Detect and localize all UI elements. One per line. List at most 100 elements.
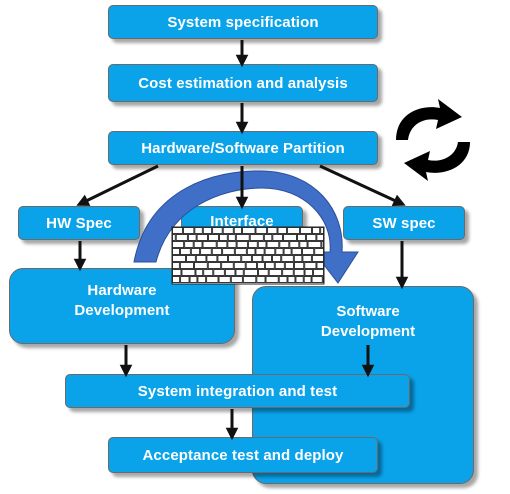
wall-brick bbox=[264, 262, 275, 269]
wall-brick bbox=[289, 241, 300, 248]
wall-brick bbox=[202, 227, 213, 234]
circular-arrows-icon bbox=[396, 99, 470, 181]
wall-brick bbox=[218, 276, 231, 283]
wall-brick bbox=[233, 227, 242, 234]
wall-brick bbox=[233, 262, 246, 269]
wall-brick bbox=[182, 227, 195, 234]
wall-brick bbox=[227, 234, 236, 241]
wall-brick bbox=[235, 234, 250, 241]
wall-brick bbox=[255, 227, 268, 234]
wall-brick bbox=[293, 269, 305, 276]
wall-brick bbox=[242, 227, 256, 234]
wall-brick bbox=[189, 276, 198, 283]
wall-brick bbox=[200, 248, 212, 255]
wall-brick bbox=[172, 262, 180, 269]
hardware-development-line2: Development bbox=[74, 302, 170, 319]
wall-brick bbox=[194, 227, 203, 234]
wall-brick bbox=[274, 262, 285, 269]
wall-brick bbox=[172, 269, 182, 276]
wall-brick bbox=[299, 241, 308, 248]
wall-brick bbox=[291, 248, 302, 255]
brick-wall-icon bbox=[171, 226, 325, 285]
wall-brick bbox=[236, 241, 248, 248]
curved-arrow-icon bbox=[133, 170, 359, 284]
wall-brick bbox=[196, 234, 208, 241]
wall-brick bbox=[222, 248, 235, 255]
wall-brick bbox=[279, 241, 290, 248]
wall-brick bbox=[172, 227, 183, 234]
wall-brick bbox=[172, 248, 180, 255]
wall-brick bbox=[249, 234, 264, 241]
wall-brick bbox=[320, 227, 324, 234]
wall-brick bbox=[304, 262, 317, 269]
arrow-partition-to-hw-spec bbox=[76, 164, 159, 206]
wall-brick bbox=[184, 241, 194, 248]
wall-brick bbox=[311, 255, 324, 262]
wall-brick bbox=[303, 276, 312, 283]
wall-brick bbox=[234, 248, 247, 255]
wall-brick bbox=[194, 262, 208, 269]
wall-brick bbox=[313, 269, 324, 276]
wall-brick bbox=[212, 227, 223, 234]
wall-brick bbox=[247, 241, 258, 248]
wall-brick bbox=[190, 248, 201, 255]
wall-brick bbox=[293, 255, 303, 262]
wall-brick bbox=[304, 269, 314, 276]
wall-brick bbox=[256, 276, 266, 283]
wall-brick bbox=[186, 255, 196, 262]
wall-brick bbox=[207, 262, 222, 269]
wall-brick bbox=[311, 276, 323, 283]
wall-brick bbox=[180, 276, 190, 283]
arrow-partition-to-sw-spec bbox=[319, 164, 406, 207]
wall-brick bbox=[222, 227, 234, 234]
wall-brick bbox=[267, 227, 278, 234]
wall-brick bbox=[195, 255, 207, 262]
system-integration-box: System integration and test bbox=[65, 374, 410, 408]
wall-brick bbox=[299, 227, 312, 234]
wall-brick bbox=[284, 262, 294, 269]
wall-brick bbox=[203, 269, 214, 276]
wall-brick bbox=[208, 234, 219, 241]
wall-brick bbox=[235, 269, 244, 276]
wall-brick bbox=[316, 262, 324, 269]
wall-brick bbox=[172, 276, 181, 283]
system-specification-box: System specification bbox=[108, 5, 378, 39]
wall-brick bbox=[228, 255, 242, 262]
wall-brick bbox=[251, 255, 263, 262]
wall-brick bbox=[316, 234, 324, 241]
wall-brick bbox=[287, 276, 296, 283]
wall-brick bbox=[221, 262, 234, 269]
wall-brick bbox=[230, 276, 243, 283]
wall-brick bbox=[255, 248, 265, 255]
wall-brick bbox=[314, 248, 324, 255]
wall-brick bbox=[262, 255, 272, 262]
wall-brick bbox=[268, 269, 283, 276]
wall-brick bbox=[257, 241, 267, 248]
wall-brick bbox=[224, 269, 236, 276]
wall-brick bbox=[216, 241, 228, 248]
wall-brick bbox=[217, 255, 228, 262]
software-development-label: Software Development bbox=[278, 302, 458, 342]
wall-brick bbox=[245, 262, 258, 269]
wall-brick bbox=[242, 276, 257, 283]
wall-brick bbox=[206, 255, 218, 262]
wall-brick bbox=[321, 241, 324, 248]
wall-brick bbox=[264, 248, 276, 255]
wall-brick bbox=[307, 241, 322, 248]
wall-brick bbox=[275, 248, 284, 255]
wall-brick bbox=[175, 234, 188, 241]
wall-brick bbox=[281, 255, 294, 262]
software-development-line1: Software bbox=[336, 303, 400, 320]
wall-brick bbox=[312, 227, 321, 234]
wall-brick bbox=[227, 241, 237, 248]
wall-brick bbox=[187, 234, 197, 241]
wall-brick bbox=[287, 227, 300, 234]
wall-brick bbox=[302, 248, 315, 255]
wall-brick bbox=[195, 269, 204, 276]
wall-brick bbox=[243, 269, 258, 276]
wall-brick bbox=[218, 234, 228, 241]
wall-brick bbox=[302, 255, 312, 262]
flow-arrows bbox=[73, 40, 409, 441]
sw-spec-box: SW spec bbox=[343, 206, 465, 240]
